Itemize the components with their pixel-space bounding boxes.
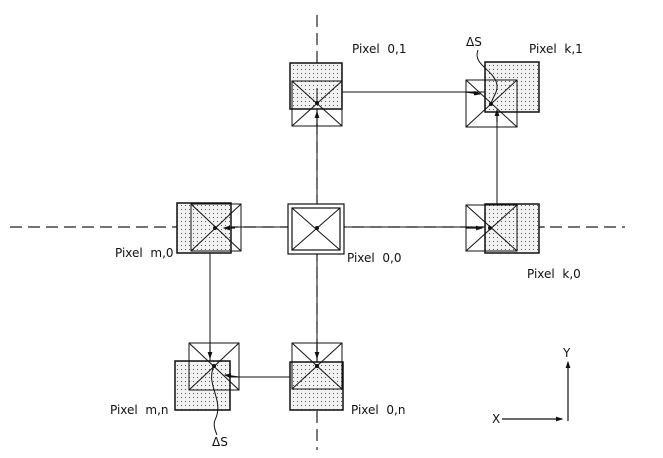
pixel-label-k-1: Pixel k,1 bbox=[529, 42, 583, 56]
xy-axes-indicator bbox=[502, 360, 571, 422]
pixel-label-0-n: Pixel 0,n bbox=[351, 403, 405, 417]
pixel-label-0-0: Pixel 0,0 bbox=[347, 251, 401, 265]
x-axis-label: X bbox=[492, 412, 500, 426]
pixel-m-0 bbox=[176, 202, 242, 254]
delta-s-label-bottom: ΔS bbox=[212, 435, 228, 449]
pixel-label-k-0: Pixel k,0 bbox=[527, 267, 581, 281]
pixel-label-0-1: Pixel 0,1 bbox=[352, 42, 406, 56]
pixel-k-1 bbox=[465, 61, 540, 128]
pixel-label-m-n: Pixel m,n bbox=[110, 403, 169, 417]
shift-arrows bbox=[207, 90, 500, 379]
pixel-0-n bbox=[289, 342, 344, 411]
pixel-label-m-0: Pixel m,0 bbox=[115, 246, 174, 260]
y-axis-label: Y bbox=[562, 346, 571, 360]
pixel-0-0 bbox=[287, 203, 345, 255]
pixel-m-n bbox=[174, 342, 240, 436]
pixel-k-0 bbox=[465, 203, 540, 254]
delta-s-leader-k1 bbox=[476, 49, 498, 105]
delta-s-label-top: ΔS bbox=[466, 35, 482, 49]
pixel-0-1 bbox=[289, 62, 343, 127]
